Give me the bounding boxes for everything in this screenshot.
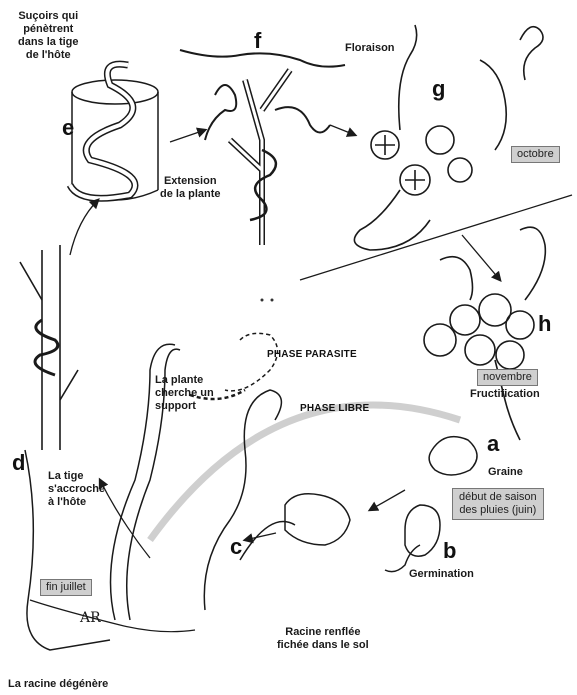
- label-racine-line-2: fichée dans le sol: [277, 639, 369, 652]
- label-accroche-line-2: s'accroche: [48, 483, 105, 496]
- season-box-debut: début de saison des pluies (juin): [452, 488, 544, 520]
- season-box-line-2: des pluies (juin): [459, 504, 537, 517]
- stage-g-illustration: [354, 25, 543, 250]
- label-extension-line-2: de la plante: [160, 188, 221, 201]
- label-germination: Germination: [409, 568, 474, 581]
- signature-mark: AR: [80, 612, 101, 625]
- letter-h: h: [538, 313, 551, 335]
- label-racine-line-1: Racine renflée: [277, 626, 369, 639]
- label-floraison: Floraison: [345, 42, 395, 55]
- phase-libre-label: PHASE LIBRE: [300, 403, 369, 414]
- letter-c: c: [230, 536, 242, 558]
- label-sucoirs-line-4: de l'hôte: [18, 49, 79, 62]
- label-sucoirs-line-3: dans la tige: [18, 36, 79, 49]
- stage-b-illustration: [385, 505, 440, 572]
- letter-e: e: [62, 117, 74, 139]
- label-fructification: Fructification: [470, 388, 540, 401]
- letter-f: f: [254, 30, 261, 52]
- label-sucoirs-line-2: pénètrent: [18, 23, 79, 36]
- label-cherche-line-2: cherche un: [155, 387, 214, 400]
- letter-a: a: [487, 433, 499, 455]
- phase-parasite-label: PHASE PARASITE: [267, 349, 357, 360]
- label-extension: Extension de la plante: [160, 175, 221, 201]
- month-box-octobre: octobre: [511, 146, 560, 163]
- stage-f-illustration: [180, 50, 345, 245]
- month-box-novembre: novembre: [477, 369, 538, 386]
- stage-e-illustration: [70, 64, 158, 200]
- season-box-line-1: début de saison: [459, 491, 537, 504]
- letter-g: g: [432, 78, 445, 100]
- stage-h-illustration: [424, 227, 545, 440]
- label-accroche-line-1: La tige: [48, 470, 105, 483]
- letter-d: d: [12, 452, 25, 474]
- label-cherche-line-3: support: [155, 400, 214, 413]
- label-sucoirs: Suçoirs qui pénètrent dans la tige de l'…: [18, 10, 79, 62]
- seed-a-shape: [429, 437, 477, 475]
- label-graine: Graine: [488, 466, 523, 479]
- label-sucoirs-line-1: Suçoirs qui: [18, 10, 79, 23]
- label-accroche-line-3: à l'hôte: [48, 496, 105, 509]
- month-box-fin-juillet: fin juillet: [40, 579, 92, 596]
- separator-line: [300, 195, 572, 280]
- label-racine-renflee: Racine renflée fichée dans le sol: [277, 626, 369, 652]
- label-accroche: La tige s'accroche à l'hôte: [48, 470, 105, 509]
- label-cherche-line-1: La plante: [155, 374, 214, 387]
- label-cherche: La plante cherche un support: [155, 374, 214, 413]
- label-racine-degenere: La racine dégénère: [8, 678, 108, 691]
- label-extension-line-1: Extension: [160, 175, 221, 188]
- letter-b: b: [443, 540, 456, 562]
